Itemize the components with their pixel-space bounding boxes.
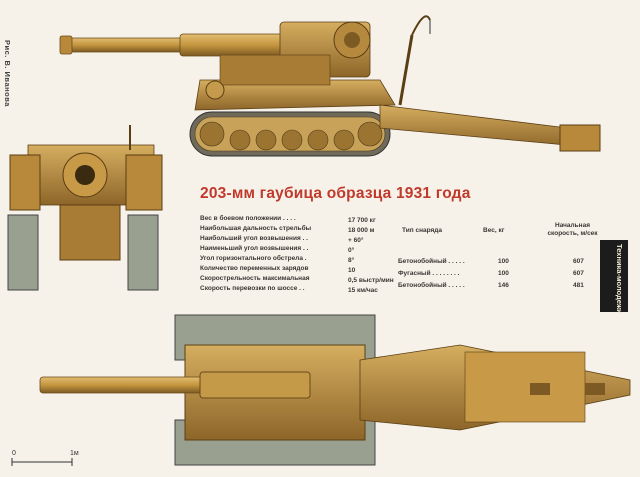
front-view — [7, 125, 163, 291]
scale-zero: 0 — [12, 450, 16, 457]
scale-unit: 1м — [70, 450, 79, 457]
illustrator-credit: Рис. В. Иванова — [3, 40, 12, 107]
spec-row: Наименьший угол возвышения . .0° — [200, 245, 355, 254]
spec-row: Угол горизонтального обстрела .8° — [200, 255, 355, 264]
spec-row: Вес в боевом положении . . . .17 700 кг — [200, 215, 376, 224]
top-view — [39, 314, 631, 466]
spec-row: Наибольший угол возвышения . .+ 60° — [200, 235, 364, 244]
ammo-header-type: Тип снаряда — [402, 227, 443, 234]
scale-bar: 0 1м — [10, 450, 80, 470]
page-title: 203-мм гаубица образца 1931 года — [200, 185, 471, 202]
ammo-header-velocity: Начальная скорость, м/сек — [547, 222, 598, 237]
magazine-logo: Техника-молодежи — [600, 240, 628, 314]
side-view — [59, 15, 601, 157]
spec-row: Скорость перевозки по шоссе . .15 км/час — [200, 285, 378, 294]
ammo-header-mass: Вес, кг — [483, 227, 505, 234]
